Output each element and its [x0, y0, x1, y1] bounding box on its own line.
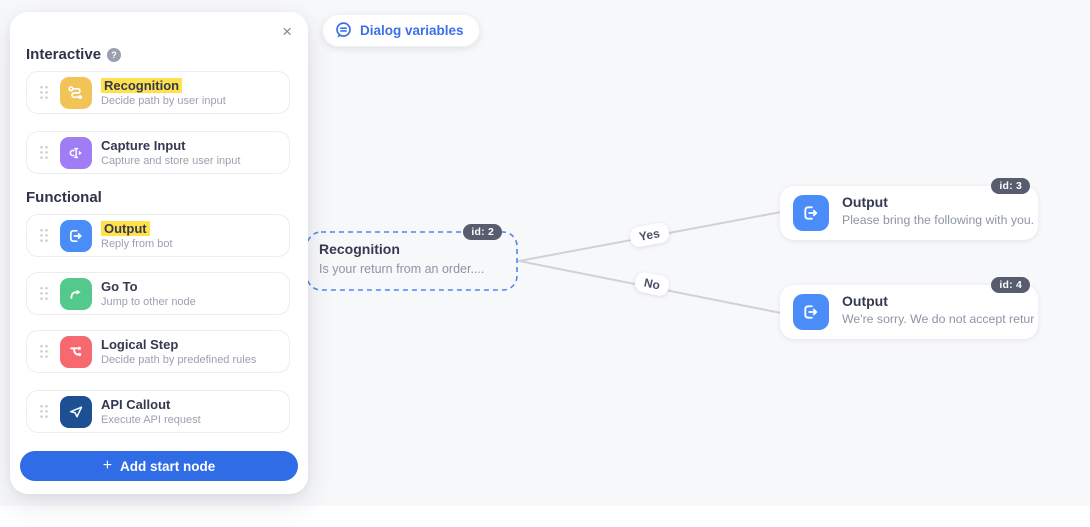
- palette-item-output[interactable]: Output Reply from bot: [26, 214, 290, 257]
- output-exit-icon: [793, 294, 829, 330]
- node-title: Output: [842, 194, 888, 210]
- output-exit-icon: [60, 219, 92, 252]
- dashed-selection-border: [306, 231, 518, 291]
- node-recognition[interactable]: id: 2 Recognition Is your return from an…: [306, 224, 518, 291]
- drag-handle-icon[interactable]: [39, 286, 49, 301]
- palette-item-capture-input[interactable]: Capture Input Capture and store user inp…: [26, 131, 290, 174]
- node-title: Recognition: [319, 241, 400, 257]
- text-cursor-icon: [60, 136, 92, 169]
- node-palette-panel: × Interactive ? Recognition Decide path …: [10, 12, 308, 494]
- section-title: Interactive: [26, 46, 102, 63]
- send-icon: [60, 395, 92, 428]
- node-id-badge: id: 4: [991, 277, 1030, 293]
- footer-area: [0, 506, 1090, 527]
- node-subtitle: Is your return from an order....: [319, 262, 485, 276]
- palette-item-title: Go To: [101, 278, 138, 294]
- close-button[interactable]: ×: [282, 22, 292, 41]
- palette-item-title: Recognition: [101, 77, 183, 93]
- palette-item-subtitle: Decide path by predefined rules: [101, 353, 257, 366]
- add-start-node-label: Add start node: [120, 458, 216, 474]
- palette-item-subtitle: Jump to other node: [101, 295, 196, 308]
- dialog-variables-button[interactable]: Dialog variables: [322, 14, 480, 47]
- add-start-node-button[interactable]: + Add start node: [20, 451, 298, 481]
- drag-handle-icon[interactable]: [39, 228, 49, 243]
- route-icon: [60, 76, 92, 109]
- palette-item-recognition[interactable]: Recognition Decide path by user input: [26, 71, 290, 114]
- palette-item-title: Logical Step: [101, 336, 179, 352]
- branch-icon: [60, 335, 92, 368]
- node-id-badge: id: 3: [991, 178, 1030, 194]
- node-output-3[interactable]: id: 3 Output Please bring the following …: [780, 178, 1038, 240]
- palette-item-subtitle: Reply from bot: [101, 237, 173, 250]
- drag-handle-icon[interactable]: [39, 344, 49, 359]
- section-heading-functional: Functional: [26, 189, 102, 206]
- drag-handle-icon[interactable]: [39, 145, 49, 160]
- node-subtitle: Please bring the following with you.: [842, 213, 1035, 227]
- output-exit-icon: [793, 195, 829, 231]
- palette-item-go-to[interactable]: Go To Jump to other node: [26, 272, 290, 315]
- drag-handle-icon[interactable]: [39, 404, 49, 419]
- palette-item-title: Capture Input: [101, 137, 186, 153]
- palette-item-subtitle: Capture and store user input: [101, 154, 241, 167]
- palette-item-title: API Callout: [101, 396, 171, 412]
- node-subtitle: We're sorry. We do not accept return: [842, 312, 1035, 326]
- palette-item-subtitle: Decide path by user input: [101, 94, 226, 107]
- help-icon[interactable]: ?: [107, 47, 122, 62]
- curved-arrow-icon: [60, 277, 92, 310]
- palette-item-title: Output: [101, 220, 150, 236]
- plus-icon: +: [102, 457, 113, 474]
- palette-item-subtitle: Execute API request: [101, 413, 201, 426]
- palette-item-api-callout[interactable]: API Callout Execute API request: [26, 390, 290, 433]
- palette-item-logical-step[interactable]: Logical Step Decide path by predefined r…: [26, 330, 290, 373]
- drag-handle-icon[interactable]: [39, 85, 49, 100]
- dialog-variables-label: Dialog variables: [360, 23, 464, 38]
- node-title: Output: [842, 293, 888, 309]
- node-output-4[interactable]: id: 4 Output We're sorry. We do not acce…: [780, 277, 1038, 339]
- section-heading-interactive: Interactive ?: [26, 46, 122, 63]
- chat-bubble-icon: [334, 21, 353, 40]
- section-title: Functional: [26, 189, 102, 206]
- node-id-badge: id: 2: [463, 224, 502, 240]
